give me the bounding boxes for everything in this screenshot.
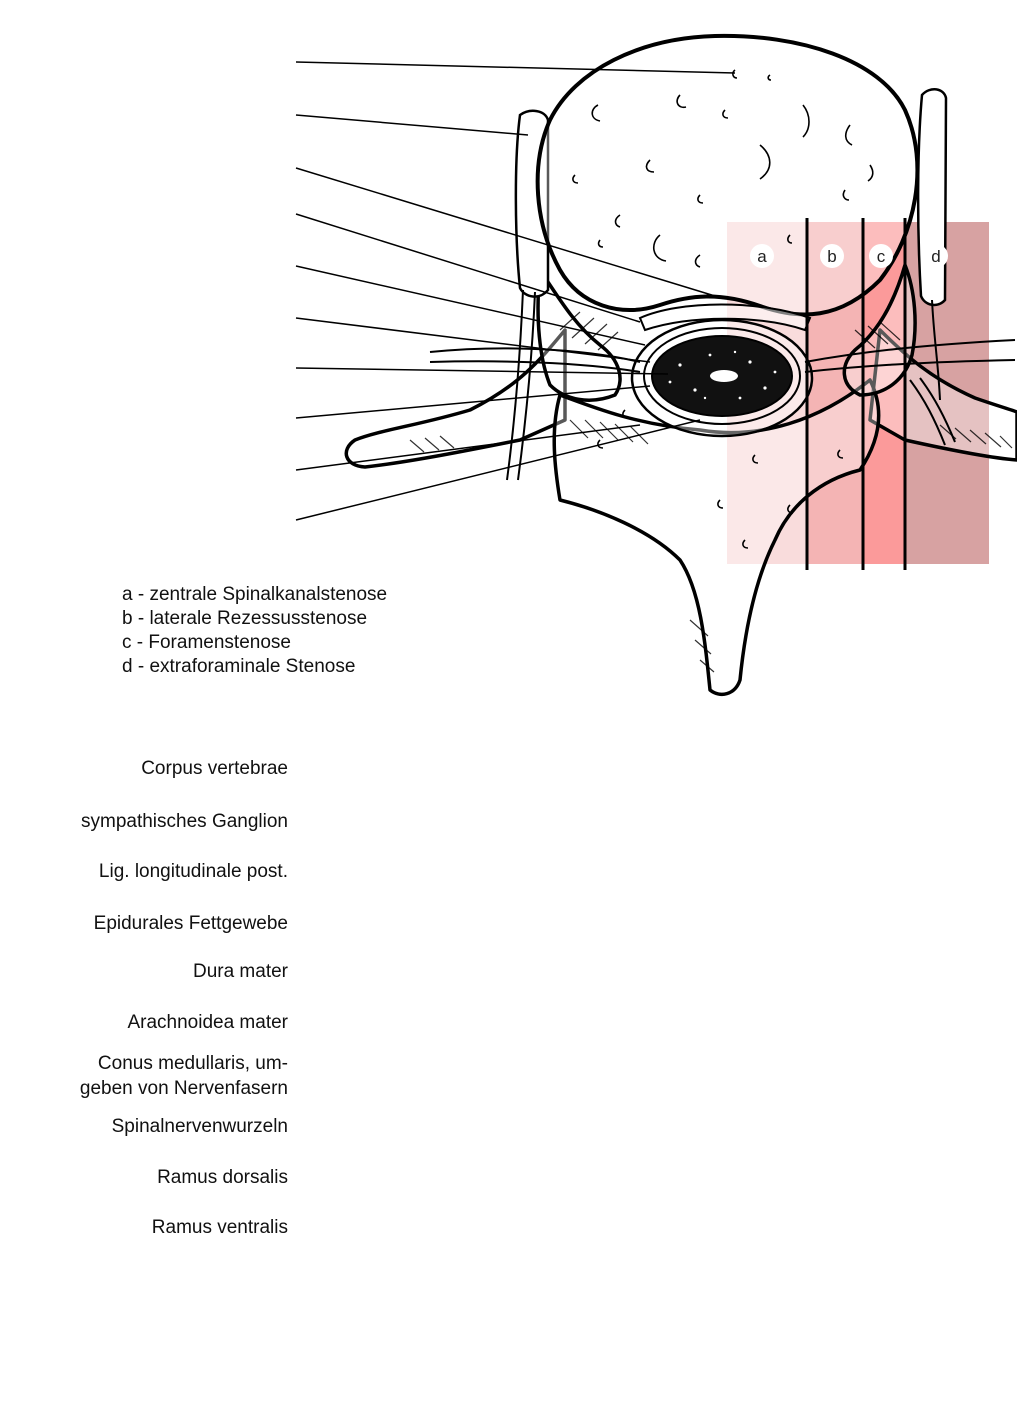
zone-a-letter: a [757, 247, 767, 266]
label-ramus-dorsalis: Ramus dorsalis [157, 1167, 288, 1189]
label-ramus-ventralis: Ramus ventralis [152, 1217, 288, 1239]
label-arachnoidea-mater: Arachnoidea mater [127, 1012, 288, 1034]
zone-c-letter: c [877, 247, 886, 266]
diagram-stage: a b c d Corpus vertebrae sympathisches G… [0, 0, 1017, 702]
zone-b-letter: b [827, 247, 836, 266]
label-conus-medullaris-line2: geben von Nervenfasern [80, 1078, 288, 1100]
vertebral-body [538, 36, 918, 315]
label-column: Corpus vertebrae sympathisches Ganglion … [0, 707, 288, 1404]
label-corpus-vertebrae: Corpus vertebrae [141, 758, 288, 780]
zone-d-letter: d [931, 247, 940, 266]
label-epidurales-fettgewebe: Epidurales Fettgewebe [94, 913, 288, 935]
legend-item-a: a - zentrale Spinalkanalstenose [122, 583, 387, 607]
label-dura-mater: Dura mater [193, 961, 288, 983]
spinal-canal [632, 305, 812, 437]
right-ganglion [918, 89, 946, 305]
label-conus-medullaris-line1: Conus medullaris, um- [98, 1053, 288, 1075]
stenosis-legend: a - zentrale Spinalkanalstenose b - late… [122, 583, 387, 679]
label-lig-longitudinale-post: Lig. longitudinale post. [99, 861, 288, 883]
leader-arachnoidea-mater [296, 318, 650, 362]
central-canal [710, 370, 738, 382]
leader-sympathisches-ganglion [296, 115, 528, 135]
label-spinalnervenwurzeln: Spinalnervenwurzeln [112, 1116, 288, 1138]
legend-item-d: d - extraforaminale Stenose [122, 655, 387, 679]
legend-item-c: c - Foramenstenose [122, 631, 387, 655]
label-sympathisches-ganglion: sympathisches Ganglion [81, 811, 288, 833]
legend-item-b: b - laterale Rezessusstenose [122, 607, 387, 631]
